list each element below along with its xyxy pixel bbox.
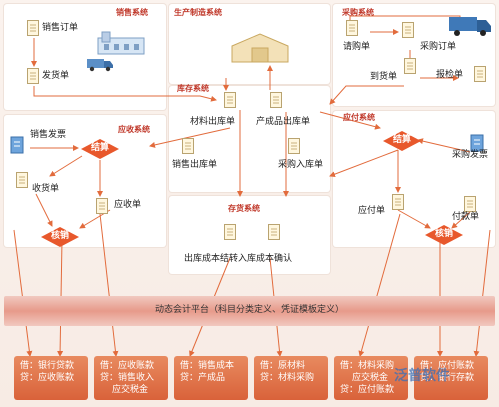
document-icon [27,68,39,84]
invoice-icon [470,134,484,156]
receivable-system-title: 应收系统 [118,125,150,134]
stock-panel [169,196,330,274]
purchase-invoice-label: 采购发票 [452,150,489,160]
account-line: 贷：销售收入 [100,373,155,383]
payable-settle-node: 结算 [382,130,422,152]
shipping-doc-label: 发货单 [42,71,70,81]
account-line: 借：销售成本 [180,361,235,371]
finished-goods-outbound-label: 产成品出库单 [256,117,311,127]
material-outbound-label: 材料出库单 [190,117,236,127]
receivable-settle-label: 结算 [90,143,109,153]
stock-system-title: 存货系统 [228,204,260,213]
account-line: 贷：应收账款 [20,373,75,383]
sales-invoice-label: 销售发票 [30,130,67,140]
account-entry-box: 借：销售成本 贷：产成品 [174,356,248,400]
receivable-doc-label: 应收单 [114,200,142,210]
document-icon [268,224,280,240]
account-line: 借：银行贷款 [20,361,75,371]
payable-verify-label: 核销 [434,229,453,239]
account-line: 应交税金 [112,385,149,395]
arrival-doc-label: 到货单 [370,72,398,82]
watermark-logo: 泛普软件 [394,368,450,384]
payable-doc-label: 应付单 [358,206,386,216]
account-line: 贷：应付账款 [340,385,395,395]
production-system-title: 生产制造系统 [174,8,222,17]
account-line: 借：材料采购 [340,361,395,371]
payable-settle-label: 结算 [392,135,411,145]
document-icon [224,224,236,240]
document-icon [404,58,416,74]
account-line: 借：应付账款 [420,361,475,371]
invoice-icon [10,136,24,158]
account-line: 贷：材料采购 [260,373,315,383]
account-entry-box: 借：应付账款 贷：银行存款 [414,356,488,400]
inventory-system-title: 库存系统 [177,84,209,93]
payable-panel [333,111,495,247]
purchase-inbound-label: 采购入库单 [278,160,324,170]
document-icon [270,92,282,108]
factory-icon [96,30,148,60]
delivery-truck-icon [448,14,492,42]
account-line: 贷：银行存款 [420,373,475,383]
requisition-label: 请购单 [343,42,371,52]
account-line: 应交税金 [352,373,389,383]
document-icon [16,172,28,188]
payable-verify-node: 核销 [424,224,464,246]
inventory-panel [169,86,330,192]
payable-system-title: 应付系统 [343,113,375,122]
receivable-verify-label: 核销 [50,231,69,241]
receipt-doc-label: 收货单 [32,184,60,194]
delivery-truck-icon [86,56,114,76]
purchase-order-label: 采购订单 [420,42,457,52]
document-icon [392,194,404,210]
receivable-verify-node: 核销 [40,226,80,248]
document-icon [224,92,236,108]
receivable-settle-node: 结算 [80,138,120,160]
sales-system-title: 销售系统 [116,8,148,17]
platform-label: 动态会计平台（科目分类定义、凭证模板定义） [154,305,344,315]
cost-transfer-label: 出库成本结转入库成本确认 [184,254,293,264]
account-entry-box: 借：材料采购 应交税金 贷：应付账款 [334,356,408,400]
sales-order-label: 销售订单 [42,23,79,33]
payment-doc-label: 付款单 [452,212,480,222]
account-line: 借：原材料 [260,361,306,371]
account-entry-box: 借：应收账款 贷：销售收入 应交税金 [94,356,168,400]
purchase-system-title: 采购系统 [342,8,374,17]
account-line: 借：应收账款 [100,361,155,371]
inspection-doc-label: 报检单 [436,70,464,80]
document-icon [288,138,300,154]
sales-outbound-label: 销售出库单 [172,160,218,170]
account-entry-box: 借：原材料 贷：材料采购 [254,356,328,400]
document-icon [96,198,108,214]
document-icon [402,22,414,38]
account-entry-box: 借：银行贷款 贷：应收账款 [14,356,88,400]
document-icon [182,138,194,154]
warehouse-icon [230,30,290,68]
account-line: 贷：产成品 [180,373,226,383]
accounting-platform-banner: 动态会计平台（科目分类定义、凭证模板定义） [4,296,495,326]
document-icon [474,66,486,82]
document-icon [464,196,476,212]
document-icon [27,20,39,36]
document-icon [346,20,358,36]
